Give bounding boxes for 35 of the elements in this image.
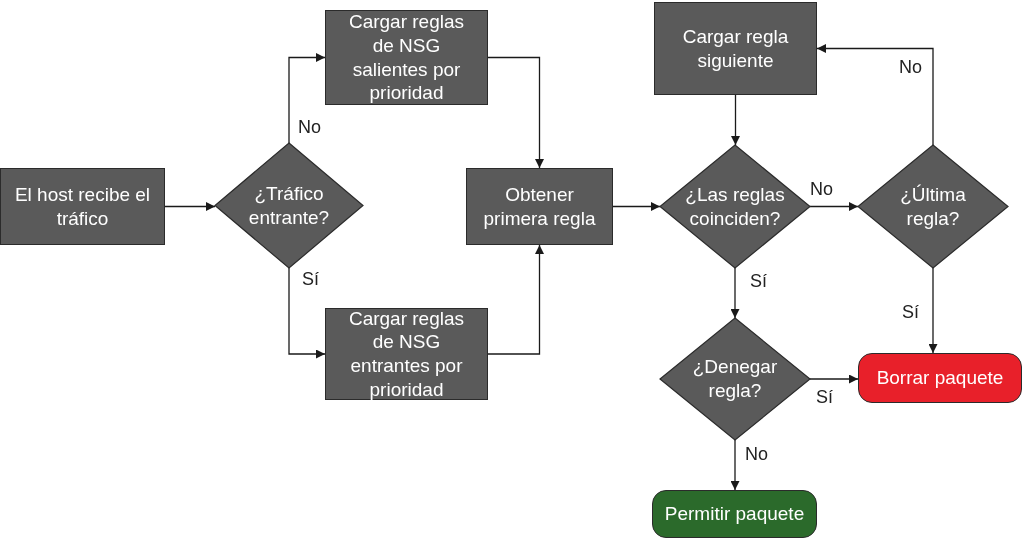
- node-text: El host recibe el tráfico: [13, 182, 152, 231]
- process-box: [0, 168, 165, 245]
- node-text: Cargar reglas de NSG salientes por prioridad: [347, 10, 466, 105]
- arrow: [809, 374, 859, 384]
- decision-diamond: [660, 318, 810, 440]
- node-text: Cargar regla siguiente: [681, 24, 790, 73]
- arrow: [164, 202, 216, 211]
- arrow: [288, 267, 326, 359]
- node-text: Cargar reglas de NSG entrantes por prioridad: [347, 306, 466, 402]
- terminal-box: [652, 490, 817, 538]
- terminal-box: [858, 353, 1022, 403]
- node-text: ¿Última regla?: [899, 182, 967, 231]
- arrow: [731, 94, 740, 146]
- decision-diamond: [858, 145, 1008, 268]
- process-box: [654, 2, 817, 95]
- node-text: ¿Tráfico entrante?: [247, 181, 331, 230]
- arrow: [288, 53, 326, 144]
- process-box: [325, 10, 488, 105]
- node-text: Obtener primera regla: [482, 182, 597, 231]
- process-box: [466, 168, 613, 245]
- arrow: [487, 56, 544, 169]
- arrow: [928, 267, 938, 354]
- process-box: [325, 308, 488, 400]
- arrow: [816, 44, 934, 146]
- node-text: Borrar paquete: [876, 366, 1004, 390]
- arrow: [612, 202, 661, 211]
- node-text: ¿Denegar regla?: [691, 355, 779, 403]
- arrow: [809, 202, 859, 211]
- node-text: Permitir paquete: [664, 502, 805, 526]
- decision-diamond: [215, 143, 363, 268]
- arrow: [487, 244, 544, 355]
- arrow: [730, 439, 740, 491]
- node-text: ¿Las reglas coinciden?: [684, 182, 786, 231]
- decision-diamond: [660, 145, 810, 268]
- arrow: [730, 267, 740, 319]
